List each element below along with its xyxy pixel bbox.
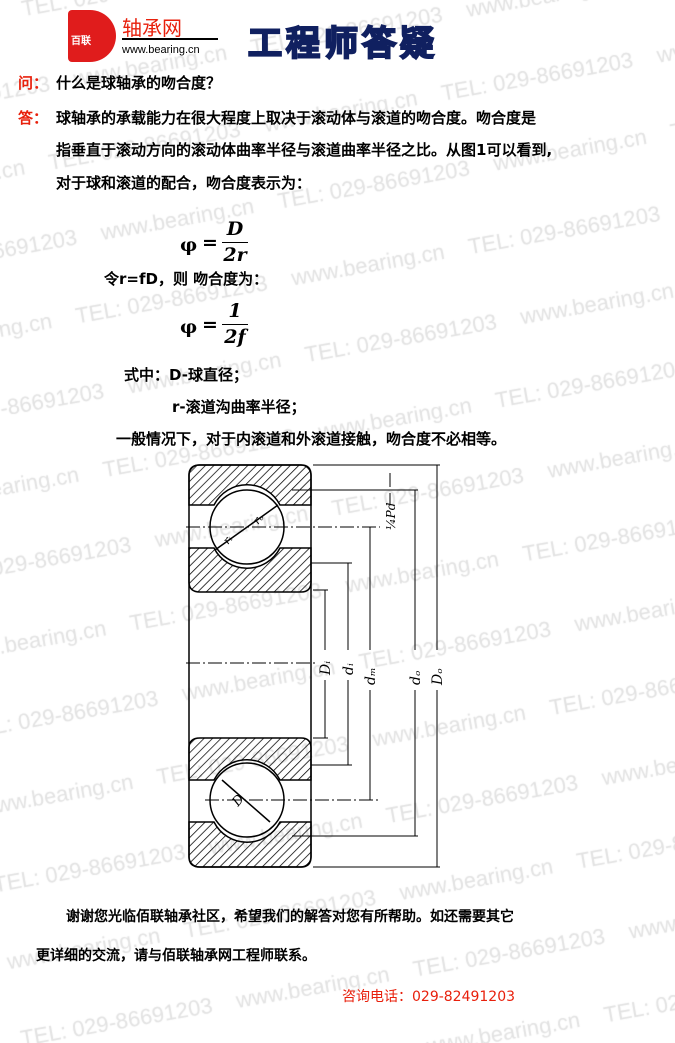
where-d: 式中：D-球直径；	[124, 366, 248, 384]
answer-line: 球轴承的承载能力在很大程度上取决于滚动体与滚道的吻合度。吻合度是	[56, 109, 537, 127]
answer-line: 指垂直于滚动方向的滚动体曲率半径与滚道曲率半径之比。从图1可以看到,	[56, 141, 553, 159]
inner-ring-top	[188, 547, 312, 593]
footer-line: 谢谢您光临佰联轴承社区，希望我们的解答对您有所帮助。如还需要其它	[66, 909, 514, 925]
logo-url: www.bearing.cn	[122, 44, 200, 56]
label-ro: rₒ	[250, 511, 266, 527]
answer-line: 对于球和滚道的配合，吻合度表示为：	[56, 174, 312, 192]
footer-line: 更详细的交流，请与佰联轴承网工程师联系。	[36, 948, 316, 964]
logo-badge: 百联	[71, 36, 91, 47]
logo-name: 轴承网	[122, 16, 182, 40]
label-di: dᵢ	[341, 663, 357, 675]
label-Di: Dᵢ	[318, 661, 334, 676]
logo-mark: 百联	[68, 10, 116, 62]
conclusion: 一般情况下，对于内滚道和外滚道接触，吻合度不必相等。	[116, 430, 507, 448]
outer-ring-bottom	[188, 821, 312, 868]
where-r: r-滚道沟曲率半径；	[172, 398, 306, 416]
outer-ring-top	[188, 464, 312, 506]
label-dm: dₘ	[363, 667, 379, 685]
question-label: 问：	[18, 74, 49, 92]
label-do: dₒ	[408, 671, 424, 685]
answer-label: 答：	[18, 109, 49, 127]
inner-ring-bottom	[188, 737, 312, 781]
label-quarter-pd: ¼Pd	[384, 502, 398, 530]
label-Do: Dₒ	[430, 668, 446, 686]
let-text: 令r=fD，则 吻合度为：	[104, 270, 269, 288]
label-ball-D: D	[229, 792, 248, 811]
bearing-outline	[188, 464, 312, 868]
question-text: 什么是球轴承的吻合度？	[56, 74, 222, 92]
page-title: 工程师答疑	[247, 23, 438, 65]
contact-phone: 咨询电话：029-82491203	[342, 989, 516, 1005]
